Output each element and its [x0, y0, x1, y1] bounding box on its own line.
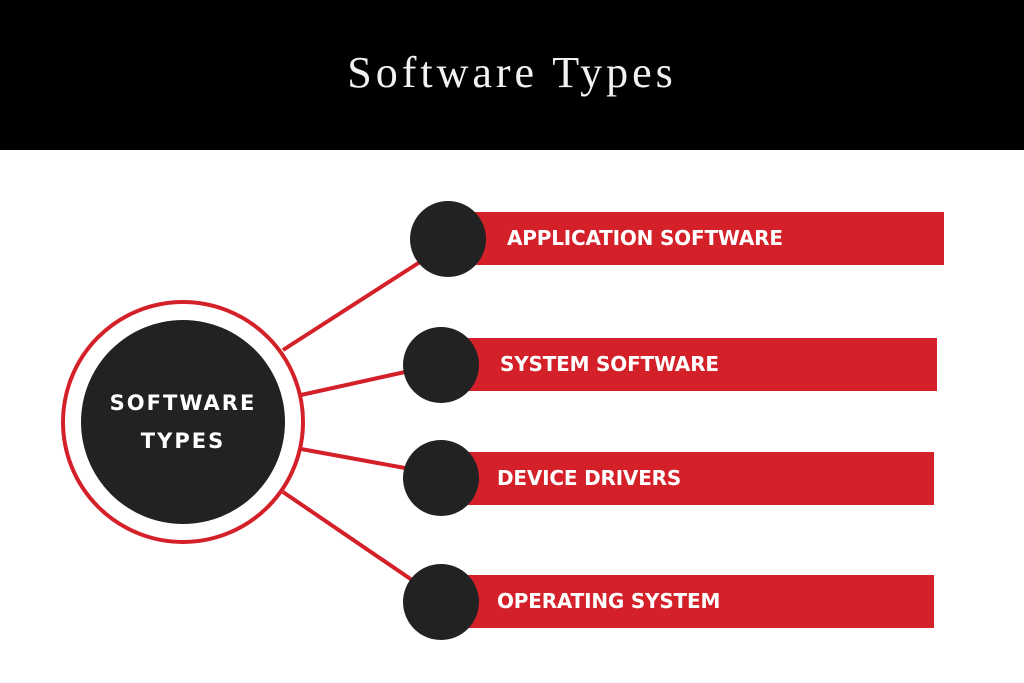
connector-line-2 — [300, 370, 406, 397]
branch-bar-device-drivers — [460, 452, 934, 505]
branch-bar-application-software — [465, 212, 944, 265]
branch-node-operating-system — [403, 564, 479, 640]
branch-label-device-drivers: DEVICE DRIVERS — [497, 466, 682, 490]
branch-label-operating-system: OPERATING SYSTEM — [497, 589, 721, 613]
hub-circle: SOFTWARE TYPES — [81, 320, 285, 524]
hub-label-line-2: TYPES — [140, 429, 226, 453]
branch-bar-operating-system — [460, 575, 934, 628]
connector-line-3 — [300, 447, 406, 470]
branch-label-system-software: SYSTEM SOFTWARE — [500, 352, 719, 376]
connector-line-1 — [281, 260, 422, 352]
branch-label-application-software: APPLICATION SOFTWARE — [507, 226, 783, 250]
hub-label-line-1: SOFTWARE — [109, 391, 257, 415]
header-band: Software Types — [0, 0, 1024, 150]
branch-node-application-software — [410, 201, 486, 277]
branch-node-system-software — [403, 327, 479, 403]
connector-line-4 — [281, 490, 414, 582]
branch-node-device-drivers — [403, 440, 479, 516]
page-title: Software Types — [347, 48, 677, 97]
branch-bar-system-software — [460, 338, 937, 391]
